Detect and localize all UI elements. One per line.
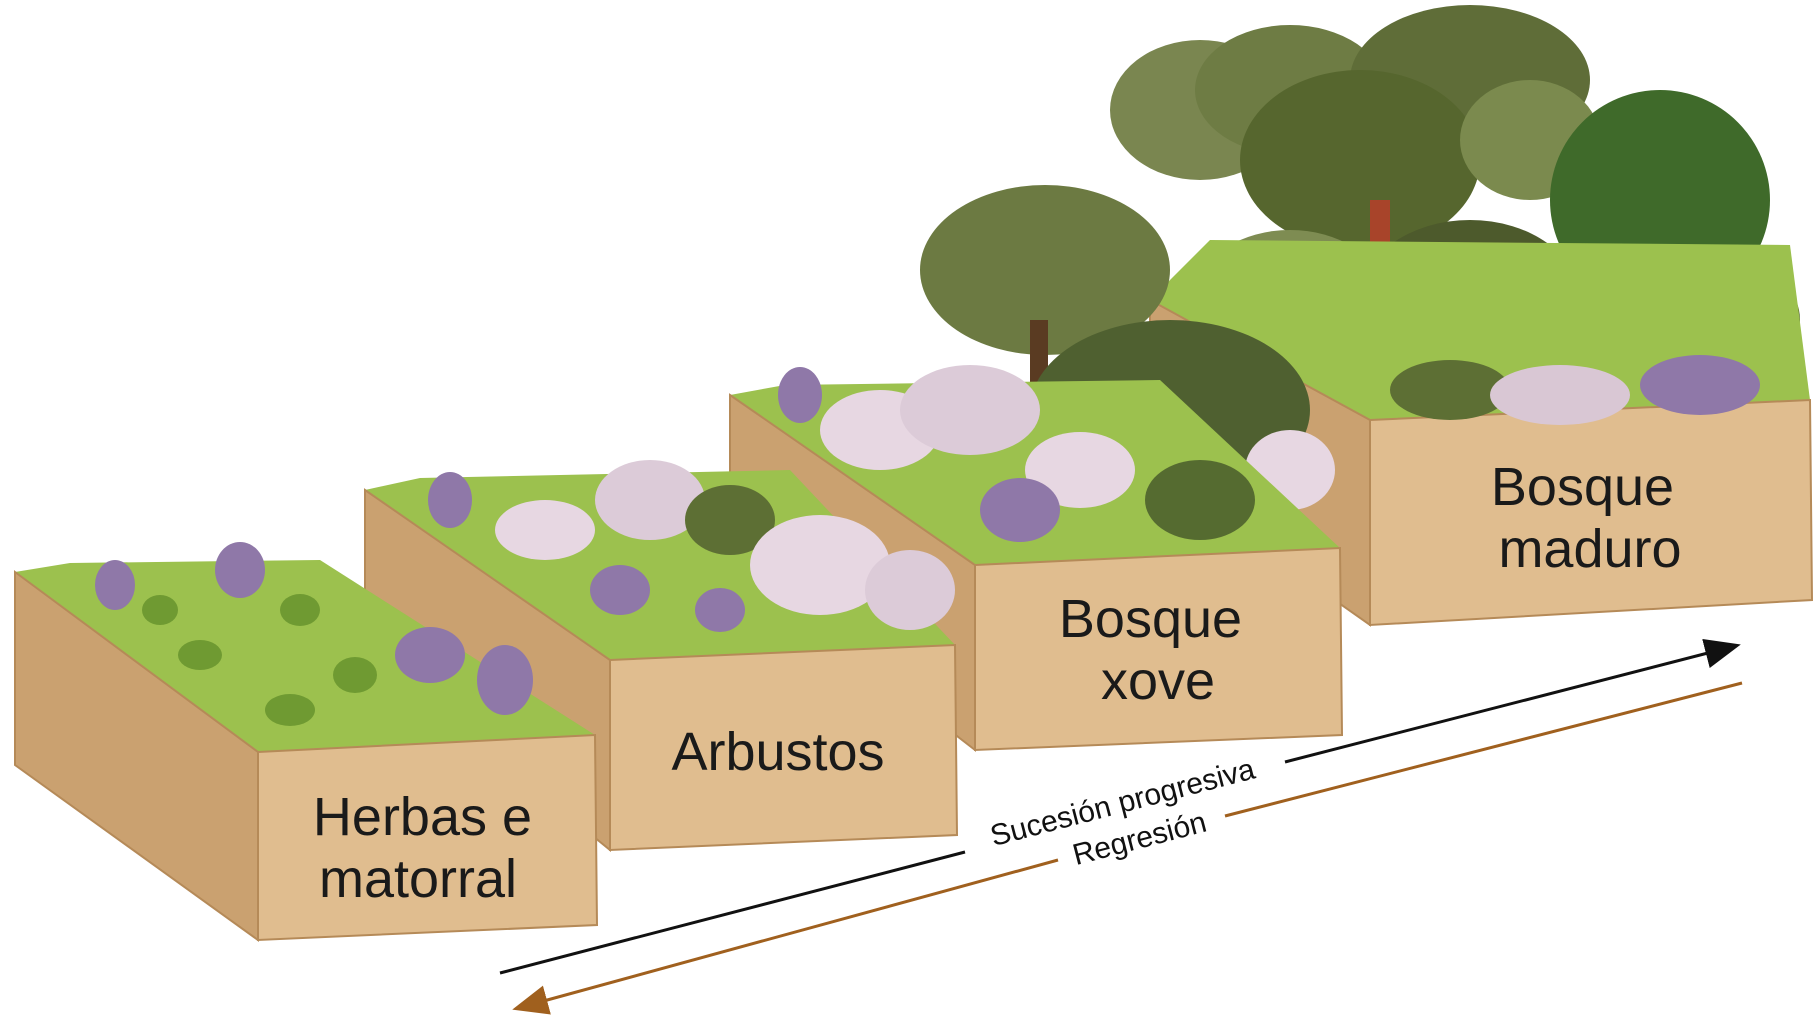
herbas-label-line-1: Herbas e	[313, 787, 532, 847]
herbas-label-line-2: matorral	[319, 849, 517, 909]
progressive-arrow-line-a	[499, 850, 966, 975]
progressive-arrow-line-b	[1284, 638, 1741, 764]
bosque-maduro-shrubs	[1390, 355, 1760, 425]
bosque-xove-shrubs	[778, 365, 1255, 542]
bosque-xove-label-line-2: xove	[1101, 651, 1215, 711]
bosque-xove-front	[974, 546, 1344, 752]
regression-arrow-line-a	[1224, 681, 1743, 818]
regression-arrow-line-b	[512, 858, 1059, 1015]
block-herbas: Herbas e matorral	[14, 542, 599, 942]
bosque-xove-label: Bosque xove	[1059, 589, 1257, 711]
herbas-plants	[95, 542, 533, 726]
bosque-xove-label-line-1: Bosque	[1059, 589, 1242, 649]
arbustos-label: Arbustos	[671, 722, 884, 782]
bosque-maduro-label-line-2: maduro	[1498, 519, 1681, 579]
arbustos-shrubs	[428, 460, 955, 632]
herbas-label: Herbas e matorral	[313, 787, 547, 909]
bosque-maduro-label-line-1: Bosque	[1491, 457, 1674, 517]
arbustos-front	[609, 643, 959, 852]
herbas-front	[257, 733, 599, 942]
bosque-maduro-label: Bosque maduro	[1491, 457, 1689, 579]
